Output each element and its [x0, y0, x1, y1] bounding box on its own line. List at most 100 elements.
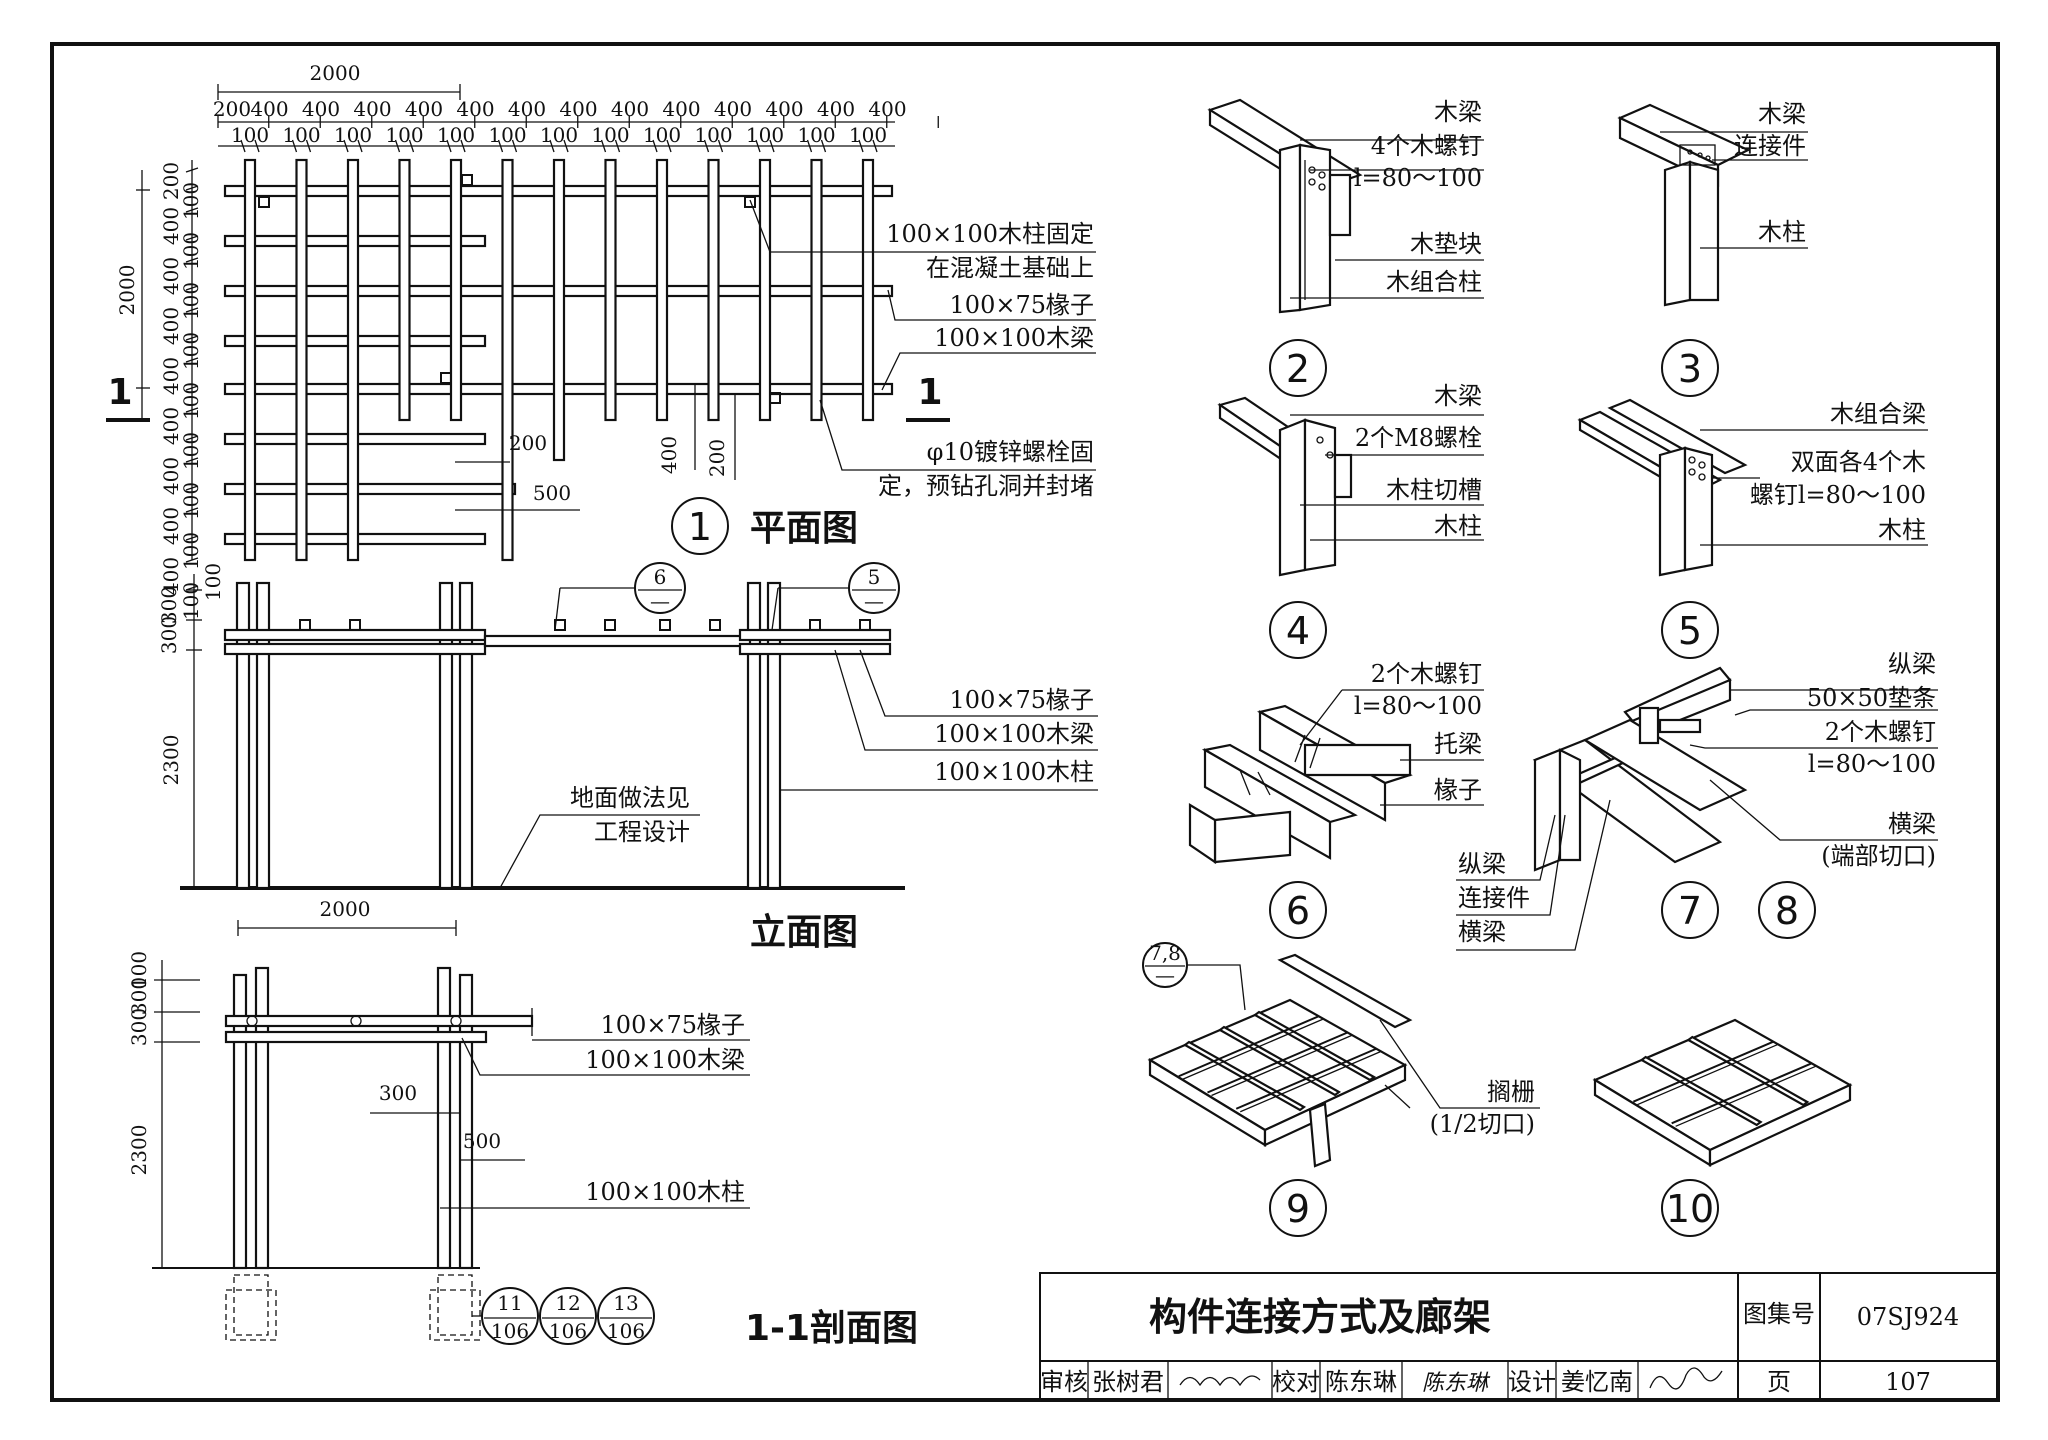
plan-column-mark: [440, 372, 452, 384]
section-ref-bottom: 106: [549, 1319, 587, 1343]
section-ref-circle[interactable]: [597, 1287, 655, 1345]
detail-9: 7,8 — 搁栅 (1/2切口) 9: [1142, 941, 1540, 1237]
d8-label-5: 横梁: [1888, 810, 1936, 838]
sec-dim-300: 300: [379, 1081, 417, 1105]
elev-left-dim: 100: [201, 563, 225, 601]
plan-left-dim: 400: [159, 407, 183, 445]
plan-column-mark: [744, 196, 756, 208]
section-ref-top: 11: [497, 1291, 522, 1315]
d4-label-3: 木柱切槽: [1386, 476, 1482, 504]
d7-label-2: 连接件: [1458, 884, 1530, 912]
d5-number: 5: [1678, 609, 1702, 653]
d6-number: 6: [1286, 889, 1310, 933]
sec-rafter: [224, 1014, 534, 1028]
plan-joist: [243, 158, 257, 562]
plan-rafter: [223, 482, 517, 496]
plan-dim-100: 100: [488, 123, 526, 147]
elev-label-rafter: 100×75椽子: [950, 686, 1094, 714]
section-mark-left: 1: [107, 372, 132, 413]
plan-dim-100: 100: [282, 123, 320, 147]
elev-label-ground-2: 工程设计: [594, 818, 690, 846]
d3-label-2: 连接件: [1734, 132, 1806, 160]
section-mark-right: 1: [917, 372, 942, 413]
sec-dim-2000: 2000: [320, 897, 371, 921]
plan-column-mark: [258, 196, 270, 208]
d4-label-2: 2个M8螺栓: [1355, 424, 1482, 452]
elev-label-column: 100×100木柱: [934, 758, 1094, 786]
plan-label-bolt-2: 定，预钻孔洞并封堵: [878, 472, 1094, 500]
page-label: 页: [1767, 1368, 1791, 1396]
sec-left-dim: 300: [127, 977, 151, 1015]
d2-label-2: 4个木螺钉: [1371, 132, 1482, 160]
sec-label-column: 100×100木柱: [585, 1178, 745, 1206]
plan-left-dim: 400: [159, 207, 183, 245]
plan-top-dim: 400: [302, 97, 340, 121]
d8-number: 8: [1775, 889, 1799, 933]
plan-top-dim: 400: [868, 97, 906, 121]
title-block-title: 构件连接方式及廊架: [1149, 1295, 1491, 1339]
plan-dim-100: 100: [231, 123, 269, 147]
plan-drawing-number-circle: [671, 497, 729, 555]
d9-number: 9: [1286, 1187, 1310, 1231]
rafter-end: [349, 619, 361, 631]
section-ref-circle[interactable]: [539, 1287, 597, 1345]
sec-beam: [224, 1030, 488, 1044]
plan-top-dim: 200: [213, 97, 251, 121]
d8-label-2: 50×50垫条: [1807, 684, 1936, 712]
elev-title: 立面图: [750, 912, 858, 953]
d9-ref-top: 7,8: [1149, 941, 1181, 965]
plan-title: 平面图: [750, 508, 858, 549]
sec-label-beam: 100×100木梁: [585, 1046, 745, 1074]
plan-dim-100: 100: [746, 123, 784, 147]
elev-left-dim: 300: [157, 616, 181, 654]
plan-top-dim: 400: [611, 97, 649, 121]
d5-label-4: 木柱: [1878, 516, 1926, 544]
elev-beam: [223, 628, 487, 642]
rafter-end: [859, 619, 871, 631]
detail-2: 木梁 4个木螺钉 l=80～100 木垫块 木组合柱 2: [1207, 98, 1484, 397]
plan-dim-200: 200: [509, 431, 547, 455]
plan-joist: [810, 158, 823, 422]
plan-joist: [861, 158, 875, 422]
d8-label-4: l=80～100: [1808, 750, 1936, 778]
plan-joist: [501, 158, 514, 562]
plan-dim-100: 100: [437, 123, 475, 147]
plan-joist: [604, 158, 617, 422]
rafter-end: [659, 619, 671, 631]
d2-label-5: 木组合柱: [1386, 268, 1482, 296]
plan-top-dim: 400: [559, 97, 597, 121]
plan-label-column: 100×100木柱固定: [886, 220, 1094, 248]
d3-label-1: 木梁: [1758, 100, 1806, 128]
elev-label-beam: 100×100木梁: [934, 720, 1094, 748]
page-number: 107: [1885, 1368, 1931, 1396]
elev-rafter: [483, 634, 752, 648]
plan-dim-100: 100: [540, 123, 578, 147]
sec-left-dim: 100: [127, 951, 151, 989]
reviewer-name: 张树君: [1092, 1368, 1164, 1396]
d7-label-1: 纵梁: [1458, 850, 1506, 878]
d4-number: 4: [1286, 609, 1310, 653]
plan-dim-2000: 2000: [310, 61, 361, 85]
plan-dim-200-vertical: 200: [705, 439, 729, 477]
section-ref-bottom: 106: [491, 1319, 529, 1343]
d5-label-3: 螺钉l=80～100: [1750, 481, 1926, 509]
svg-text:—: —: [650, 589, 670, 613]
detail-10: 10: [1592, 1018, 1853, 1237]
plan-left-dim: 400: [159, 457, 183, 495]
d9-label-1: 搁栅: [1487, 1078, 1535, 1106]
reviewer-signature: [1179, 1375, 1261, 1387]
d8-label-6: (端部切口): [1821, 842, 1936, 870]
plan-joist: [655, 158, 669, 422]
plan-joist: [346, 158, 360, 562]
section-ref-top: 12: [555, 1291, 580, 1315]
plan-top-dim: 400: [662, 97, 700, 121]
elev-beam: [738, 642, 892, 656]
sec-title: 1-1剖面图: [745, 1308, 918, 1349]
elev-beam: [738, 628, 892, 642]
title-block: 构件连接方式及廊架 图集号 07SJ924 页 107 审核 张树君 校对 陈东…: [1039, 1272, 1999, 1401]
elev-beam: [223, 642, 487, 656]
designer-signature: [1649, 1367, 1723, 1390]
plan-top-dim: 400: [250, 97, 288, 121]
plan-joist: [295, 158, 308, 562]
